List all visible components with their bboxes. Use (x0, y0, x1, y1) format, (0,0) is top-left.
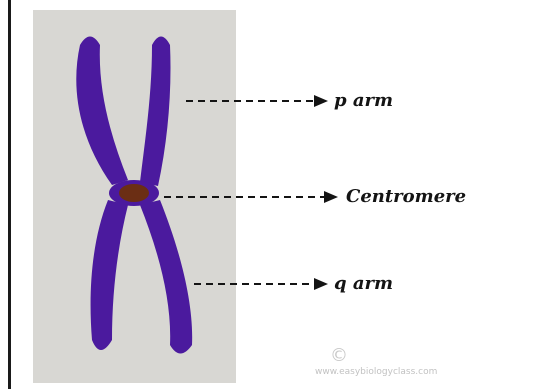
p-arm-label: p arm (334, 90, 393, 111)
centromere-constriction (119, 184, 149, 202)
centromere-arrow (164, 191, 338, 203)
watermark-copyright-icon: © (330, 345, 348, 366)
q-arm-left-chromatid (91, 200, 128, 350)
centromere-label: Centromere (346, 186, 466, 207)
p-arm-left-chromatid (76, 37, 128, 186)
q-arm-arrow (194, 278, 328, 290)
p-arm-right-chromatid (140, 37, 171, 187)
q-arm-label: q arm (334, 273, 393, 294)
watermark-text: www.easybiologyclass.com (315, 367, 437, 377)
p-arm-arrow (186, 95, 328, 107)
q-arm-right-chromatid (140, 200, 192, 354)
